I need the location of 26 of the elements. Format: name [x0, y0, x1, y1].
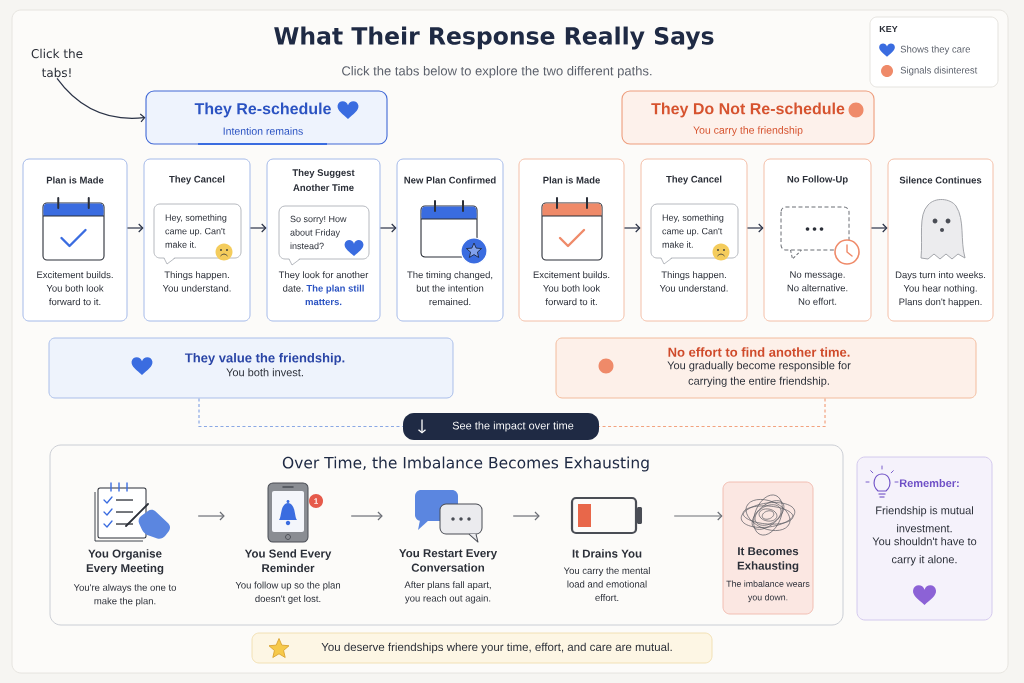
tab-button: They Re-schedule Intention remains [145, 90, 388, 146]
step-title: It Drains You [572, 549, 642, 558]
step-title: You Organise Every Meeting [86, 549, 164, 575]
speech-bubble: Hey, something came up. Can't make it. [153, 203, 242, 265]
banner: You deserve friendships where your time, effort, and care are mutual. [251, 632, 713, 664]
step-title: You Restart Every Conversation [399, 549, 498, 572]
title: What Their Response Really Says [274, 26, 714, 50]
legend-text: Signals disinterest [900, 66, 978, 76]
step-text: You follow up so the plan doesn't get lost. [235, 581, 340, 604]
step-text: After plans fall apart, you reach out again. [404, 581, 491, 604]
summary-box: No effort to find another time. You gradually become responsible for carrying the entire friendship. [555, 337, 977, 399]
speech-bubble: So sorry! How about Friday instead? [278, 205, 370, 266]
note-card: Remember: Friendship is mutual investment. You shouldn't have to carry it alone. [856, 456, 993, 621]
speech-bubble: Hey, something came up. Can't make it. [650, 203, 739, 265]
handwritten-note: Click the tabs! [31, 48, 83, 78]
subtitle: Click the tabs below to explore the two different paths. [342, 65, 652, 79]
impact-button: See the impact over time [403, 413, 599, 440]
step-text: You're always the one to make the plan. [73, 583, 177, 607]
summary-box: They value the friendship. You both invest. [48, 337, 454, 399]
step-text: You carry the mental load and emotional effort. [563, 567, 650, 602]
legend-text: Shows they care [900, 45, 970, 55]
step-card: No Follow-Up No message. No alternative. No effort. [763, 158, 872, 322]
tab-button: They Do Not Re-schedule You carry the friendship [621, 90, 875, 145]
notification-badge: 1 [309, 494, 323, 508]
highlight-card: It Becomes Exhausting The imbalance wears you down. [722, 481, 814, 615]
step-title: You Send Every Reminder [244, 549, 332, 573]
